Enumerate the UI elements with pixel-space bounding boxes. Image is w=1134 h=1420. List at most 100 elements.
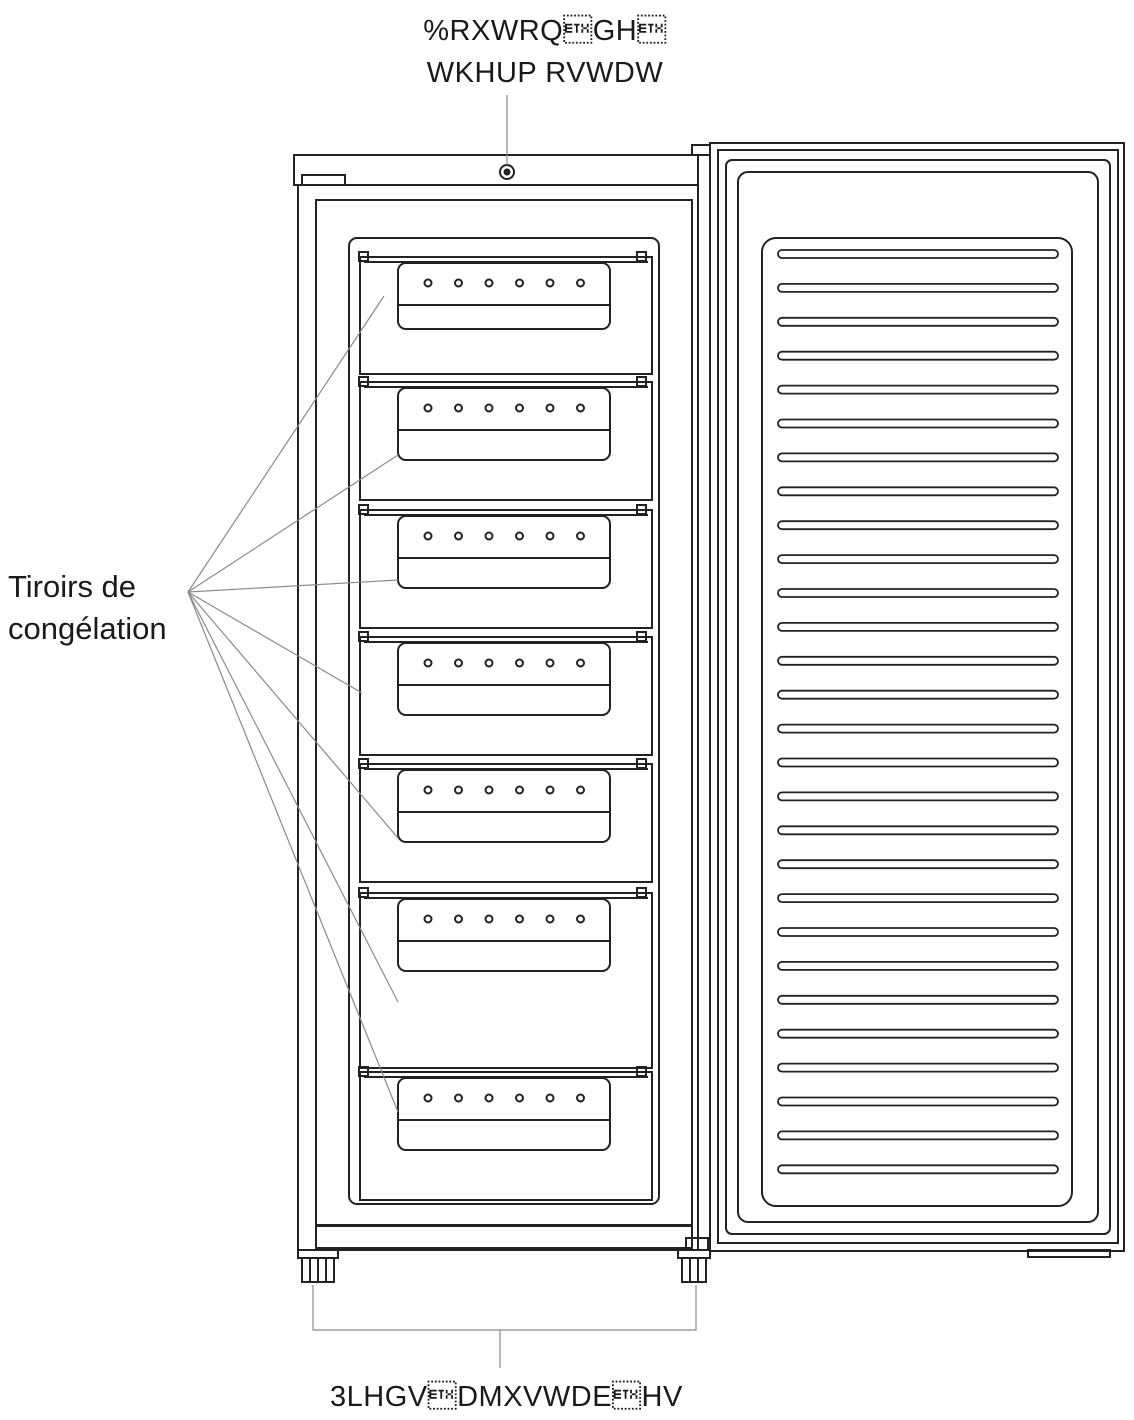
feet-label: 3LHGVDMXVWDEHV bbox=[330, 1381, 683, 1413]
drawer-front-panel bbox=[397, 515, 611, 589]
drawer-vent-hole bbox=[454, 914, 463, 924]
drawer-clip-left bbox=[358, 631, 369, 642]
drawer-leader-5 bbox=[187, 591, 399, 839]
drawer-vent-hole bbox=[576, 531, 585, 541]
door-rib bbox=[777, 588, 1059, 598]
drawer-leader-6 bbox=[187, 591, 399, 1003]
door-rib bbox=[777, 1164, 1059, 1175]
drawer-vent-hole bbox=[545, 658, 555, 668]
drawer-clip-right bbox=[636, 887, 647, 898]
drawer-clip-left bbox=[358, 758, 369, 769]
door-rib bbox=[777, 723, 1059, 734]
door-foot bbox=[1027, 1249, 1111, 1258]
drawer-vent-hole bbox=[484, 403, 494, 413]
drawer-clip-left bbox=[358, 376, 369, 387]
drawer-clip-left bbox=[358, 1066, 369, 1077]
drawer-vent-hole bbox=[454, 531, 463, 541]
drawer-vent-hole bbox=[423, 785, 433, 795]
door-rib bbox=[777, 316, 1059, 327]
door-outer-frame bbox=[709, 142, 1125, 1252]
door-rib bbox=[777, 994, 1059, 1005]
door-liner bbox=[737, 171, 1099, 1223]
drawer-clip-left bbox=[358, 251, 369, 262]
door-rib bbox=[777, 249, 1059, 259]
drawer-front-panel bbox=[397, 642, 611, 716]
drawer-clip-right bbox=[636, 758, 647, 769]
cabinet-top-notch bbox=[301, 174, 346, 185]
drawer-frame bbox=[348, 237, 660, 1205]
drawer-vent-hole bbox=[515, 403, 524, 413]
freezer-drawer bbox=[358, 1066, 653, 1201]
drawers-label-line-2: congélation bbox=[8, 611, 167, 646]
door-rib bbox=[777, 418, 1059, 429]
freezer-door bbox=[709, 142, 1125, 1258]
drawer-vent-hole bbox=[576, 914, 585, 924]
drawer-front-panel bbox=[397, 898, 611, 972]
door-rib bbox=[777, 1028, 1059, 1039]
door-rib bbox=[777, 486, 1059, 497]
door-gasket bbox=[717, 149, 1119, 1244]
drawer-body bbox=[359, 636, 653, 756]
drawer-vent-hole bbox=[423, 278, 433, 288]
foot-left bbox=[297, 1249, 339, 1283]
drawer-vent-hole bbox=[454, 1093, 463, 1103]
drawer-vent-hole bbox=[576, 785, 585, 795]
drawer-clip-right bbox=[636, 1066, 647, 1077]
drawer-vent-hole bbox=[545, 1093, 555, 1103]
drawer-body bbox=[359, 1071, 653, 1201]
drawer-vent-hole bbox=[576, 278, 585, 288]
feet-bracket bbox=[312, 1285, 697, 1331]
door-rib bbox=[777, 384, 1059, 395]
drawers-label-line-1: Tiroirs de bbox=[8, 569, 137, 604]
freezer-cabinet bbox=[293, 144, 711, 1251]
drawer-vent-hole bbox=[484, 785, 494, 795]
drawer-vent-hole bbox=[484, 531, 494, 541]
drawer-front-panel bbox=[397, 387, 611, 461]
drawer-clip-right bbox=[636, 376, 647, 387]
drawer-clip-right bbox=[636, 504, 647, 515]
drawer-vent-hole bbox=[545, 914, 555, 924]
drawer-vent-hole bbox=[515, 1093, 524, 1103]
drawer-vent-hole bbox=[515, 278, 524, 288]
drawer-body bbox=[359, 892, 653, 1069]
drawer-front-panel bbox=[397, 262, 611, 330]
drawer-leader-7 bbox=[187, 591, 399, 1113]
drawer-vent-hole bbox=[515, 914, 524, 924]
drawer-clip-left bbox=[358, 504, 369, 515]
freezer-drawer bbox=[358, 504, 653, 629]
drawer-vent-hole bbox=[576, 1093, 585, 1103]
door-rib bbox=[777, 825, 1059, 836]
foot-right bbox=[677, 1249, 711, 1283]
drawer-vent-hole bbox=[545, 531, 555, 541]
freezer-drawer bbox=[358, 887, 653, 1069]
cabinet-bottom-grille bbox=[315, 1225, 693, 1249]
drawer-vent-hole bbox=[454, 658, 463, 668]
drawer-front-panel bbox=[397, 1077, 611, 1151]
drawer-body bbox=[359, 256, 653, 375]
upper-hinge bbox=[691, 144, 711, 156]
drawer-vent-hole bbox=[423, 531, 433, 541]
door-rib bbox=[777, 1096, 1059, 1107]
drawer-vent-hole bbox=[454, 278, 463, 288]
drawer-vent-hole bbox=[484, 658, 494, 668]
drawer-vent-hole bbox=[545, 785, 555, 795]
freezer-drawer bbox=[358, 758, 653, 883]
freezer-drawer bbox=[358, 631, 653, 756]
freezer-drawers bbox=[358, 251, 653, 1201]
drawer-vent-hole bbox=[454, 403, 463, 413]
drawer-vent-hole bbox=[423, 914, 433, 924]
door-rib-panel bbox=[761, 237, 1073, 1207]
drawer-clip-left bbox=[358, 887, 369, 898]
drawer-leader-4 bbox=[187, 591, 363, 694]
cabinet-top-panel bbox=[293, 154, 699, 186]
drawer-body bbox=[359, 763, 653, 883]
cabinet-body bbox=[297, 184, 699, 1251]
drawer-vent-hole bbox=[576, 658, 585, 668]
drawer-vent-hole bbox=[515, 785, 524, 795]
drawer-vent-hole bbox=[515, 658, 524, 668]
drawer-leader-2 bbox=[187, 454, 399, 593]
freezer-drawer bbox=[358, 376, 653, 501]
door-rib bbox=[777, 554, 1059, 564]
